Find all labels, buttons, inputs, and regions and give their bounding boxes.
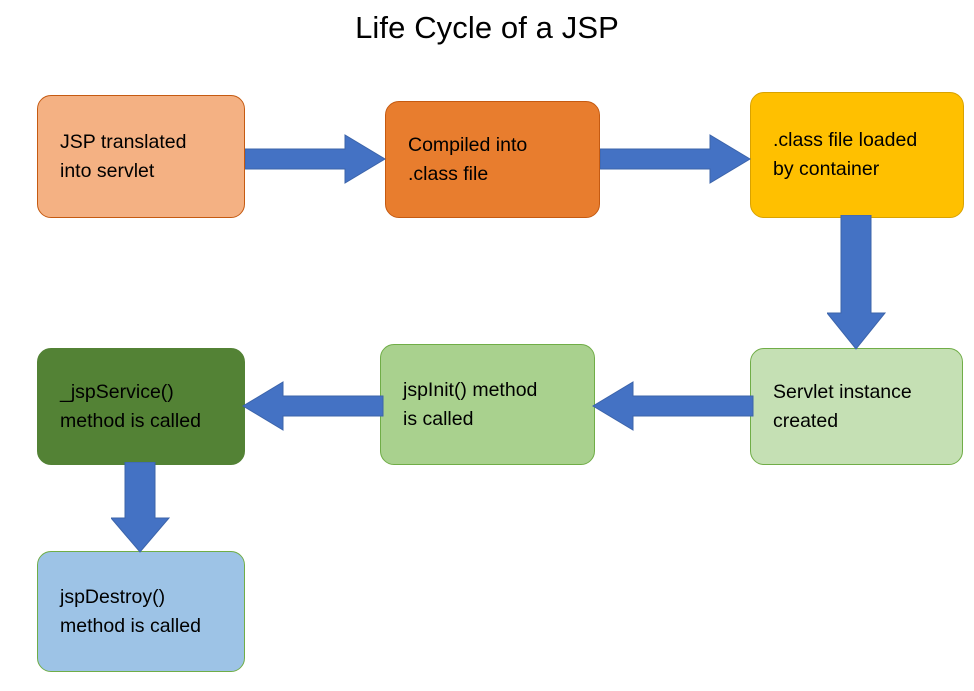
- arrow-init-to-service: [242, 380, 384, 432]
- arrow-service-to-destroy: [111, 462, 171, 554]
- node-jspinit-method-called[interactable]: jspInit() method is called: [380, 344, 595, 465]
- arrow-translate-to-compile: [245, 133, 386, 185]
- node-label: jspInit() method is called: [403, 378, 538, 430]
- arrow-compile-to-load: [600, 133, 751, 185]
- node-label: Servlet instance created: [773, 380, 912, 432]
- node-label: jspDestroy() method is called: [60, 585, 201, 637]
- node-jsp-translated[interactable]: JSP translated into servlet: [37, 95, 245, 218]
- node-servlet-instance-created[interactable]: Servlet instance created: [750, 348, 963, 465]
- node-compiled-into-class-file[interactable]: Compiled into .class file: [385, 101, 600, 218]
- node-label: _jspService() method is called: [60, 380, 201, 432]
- node-jspdestroy-method-called[interactable]: jspDestroy() method is called: [37, 551, 245, 672]
- node-label: JSP translated into servlet: [60, 130, 187, 182]
- page-title: Life Cycle of a JSP: [355, 10, 619, 45]
- arrow-load-to-instance: [827, 215, 887, 351]
- node-jspservice-method-called[interactable]: _jspService() method is called: [37, 348, 245, 465]
- node-label: Compiled into .class file: [408, 133, 528, 185]
- arrow-instance-to-init: [592, 380, 754, 432]
- node-label: .class file loaded by container: [773, 129, 918, 180]
- node-class-file-loaded[interactable]: .class file loaded by container: [750, 92, 964, 218]
